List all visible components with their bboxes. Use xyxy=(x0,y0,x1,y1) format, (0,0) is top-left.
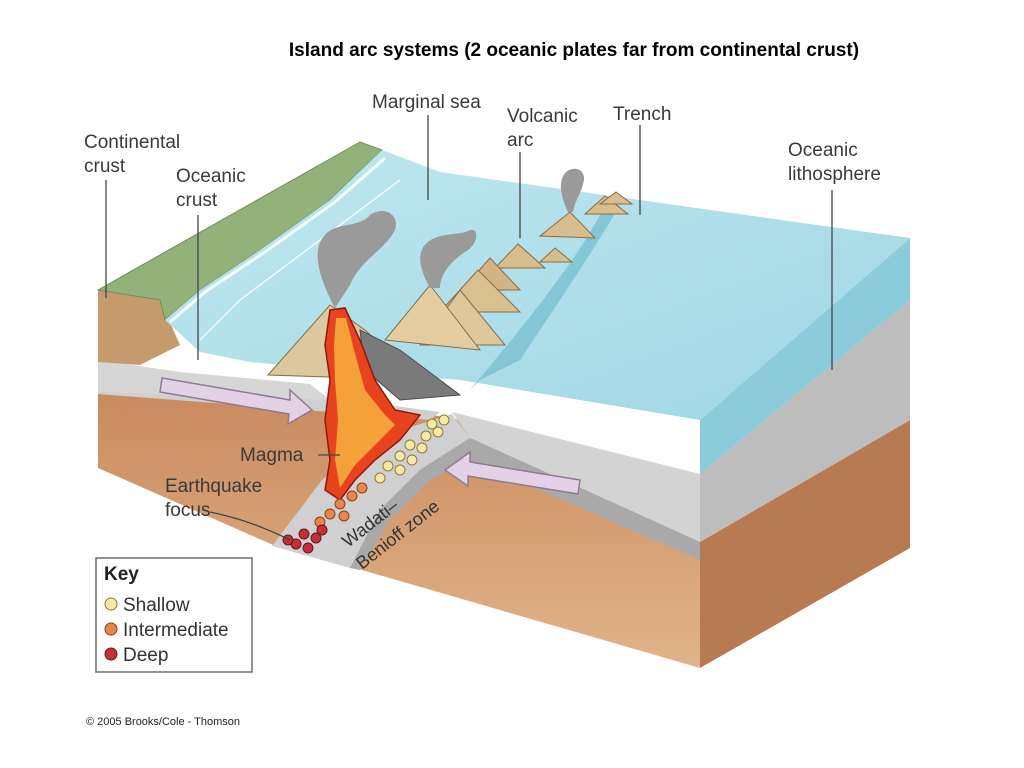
label-oceanic-crust-1: Oceanic xyxy=(176,166,246,187)
key-swatch-intermediate xyxy=(104,622,118,636)
leader-lines xyxy=(105,115,833,541)
volcanic-arc xyxy=(266,191,634,401)
key-legend: Key Shallow Intermediate Deep xyxy=(95,557,253,673)
slab-lower-edge xyxy=(350,438,700,570)
label-continental-crust-1: Continental xyxy=(84,132,180,153)
mantle-side xyxy=(700,420,910,668)
label-continental-crust-2: crust xyxy=(84,156,126,177)
sea-side xyxy=(700,238,910,474)
mantle-front xyxy=(98,392,700,668)
key-label-deep: Deep xyxy=(123,645,168,666)
label-earthquake-focus-1: Earthquake xyxy=(165,476,262,497)
label-trench: Trench xyxy=(613,104,671,125)
label-volcanic-arc-2: arc xyxy=(507,130,533,151)
earthquake-foci xyxy=(282,414,450,554)
label-oceanic-lithosphere-2: lithosphere xyxy=(788,164,881,185)
copyright: © 2005 Brooks/Cole - Thomson xyxy=(86,716,241,728)
key-label-shallow: Shallow xyxy=(123,595,190,616)
label-oceanic-lithosphere-1: Oceanic xyxy=(788,140,858,161)
label-magma: Magma xyxy=(240,445,304,466)
label-volcanic-arc-1: Volcanic xyxy=(507,106,578,127)
key-label-intermediate: Intermediate xyxy=(123,620,229,641)
page-title: Island arc systems (2 oceanic plates far… xyxy=(288,40,860,61)
shoreline-2 xyxy=(199,179,401,341)
label-marginal-sea: Marginal sea xyxy=(372,92,481,113)
left-plate-arrow xyxy=(159,377,314,426)
label-oceanic-crust-2: crust xyxy=(176,190,218,211)
key-swatch-shallow xyxy=(104,597,118,611)
shallow-foci xyxy=(374,414,450,484)
deep-foci xyxy=(282,524,328,554)
lithosphere-front xyxy=(452,412,700,542)
magma-inner xyxy=(334,318,395,488)
label-earthquake-focus-2: focus xyxy=(165,500,210,521)
left-lithosphere-2 xyxy=(98,360,330,400)
key-title: Key xyxy=(104,564,139,585)
subducting-plate-arrow xyxy=(443,450,581,495)
lithosphere-side xyxy=(700,300,910,542)
shoreline xyxy=(169,156,386,324)
continental-crust xyxy=(98,290,180,365)
intermediate-foci xyxy=(314,482,368,528)
trench xyxy=(470,205,620,390)
key-swatch-deep xyxy=(104,647,118,661)
volcanic-plumes xyxy=(317,168,585,308)
